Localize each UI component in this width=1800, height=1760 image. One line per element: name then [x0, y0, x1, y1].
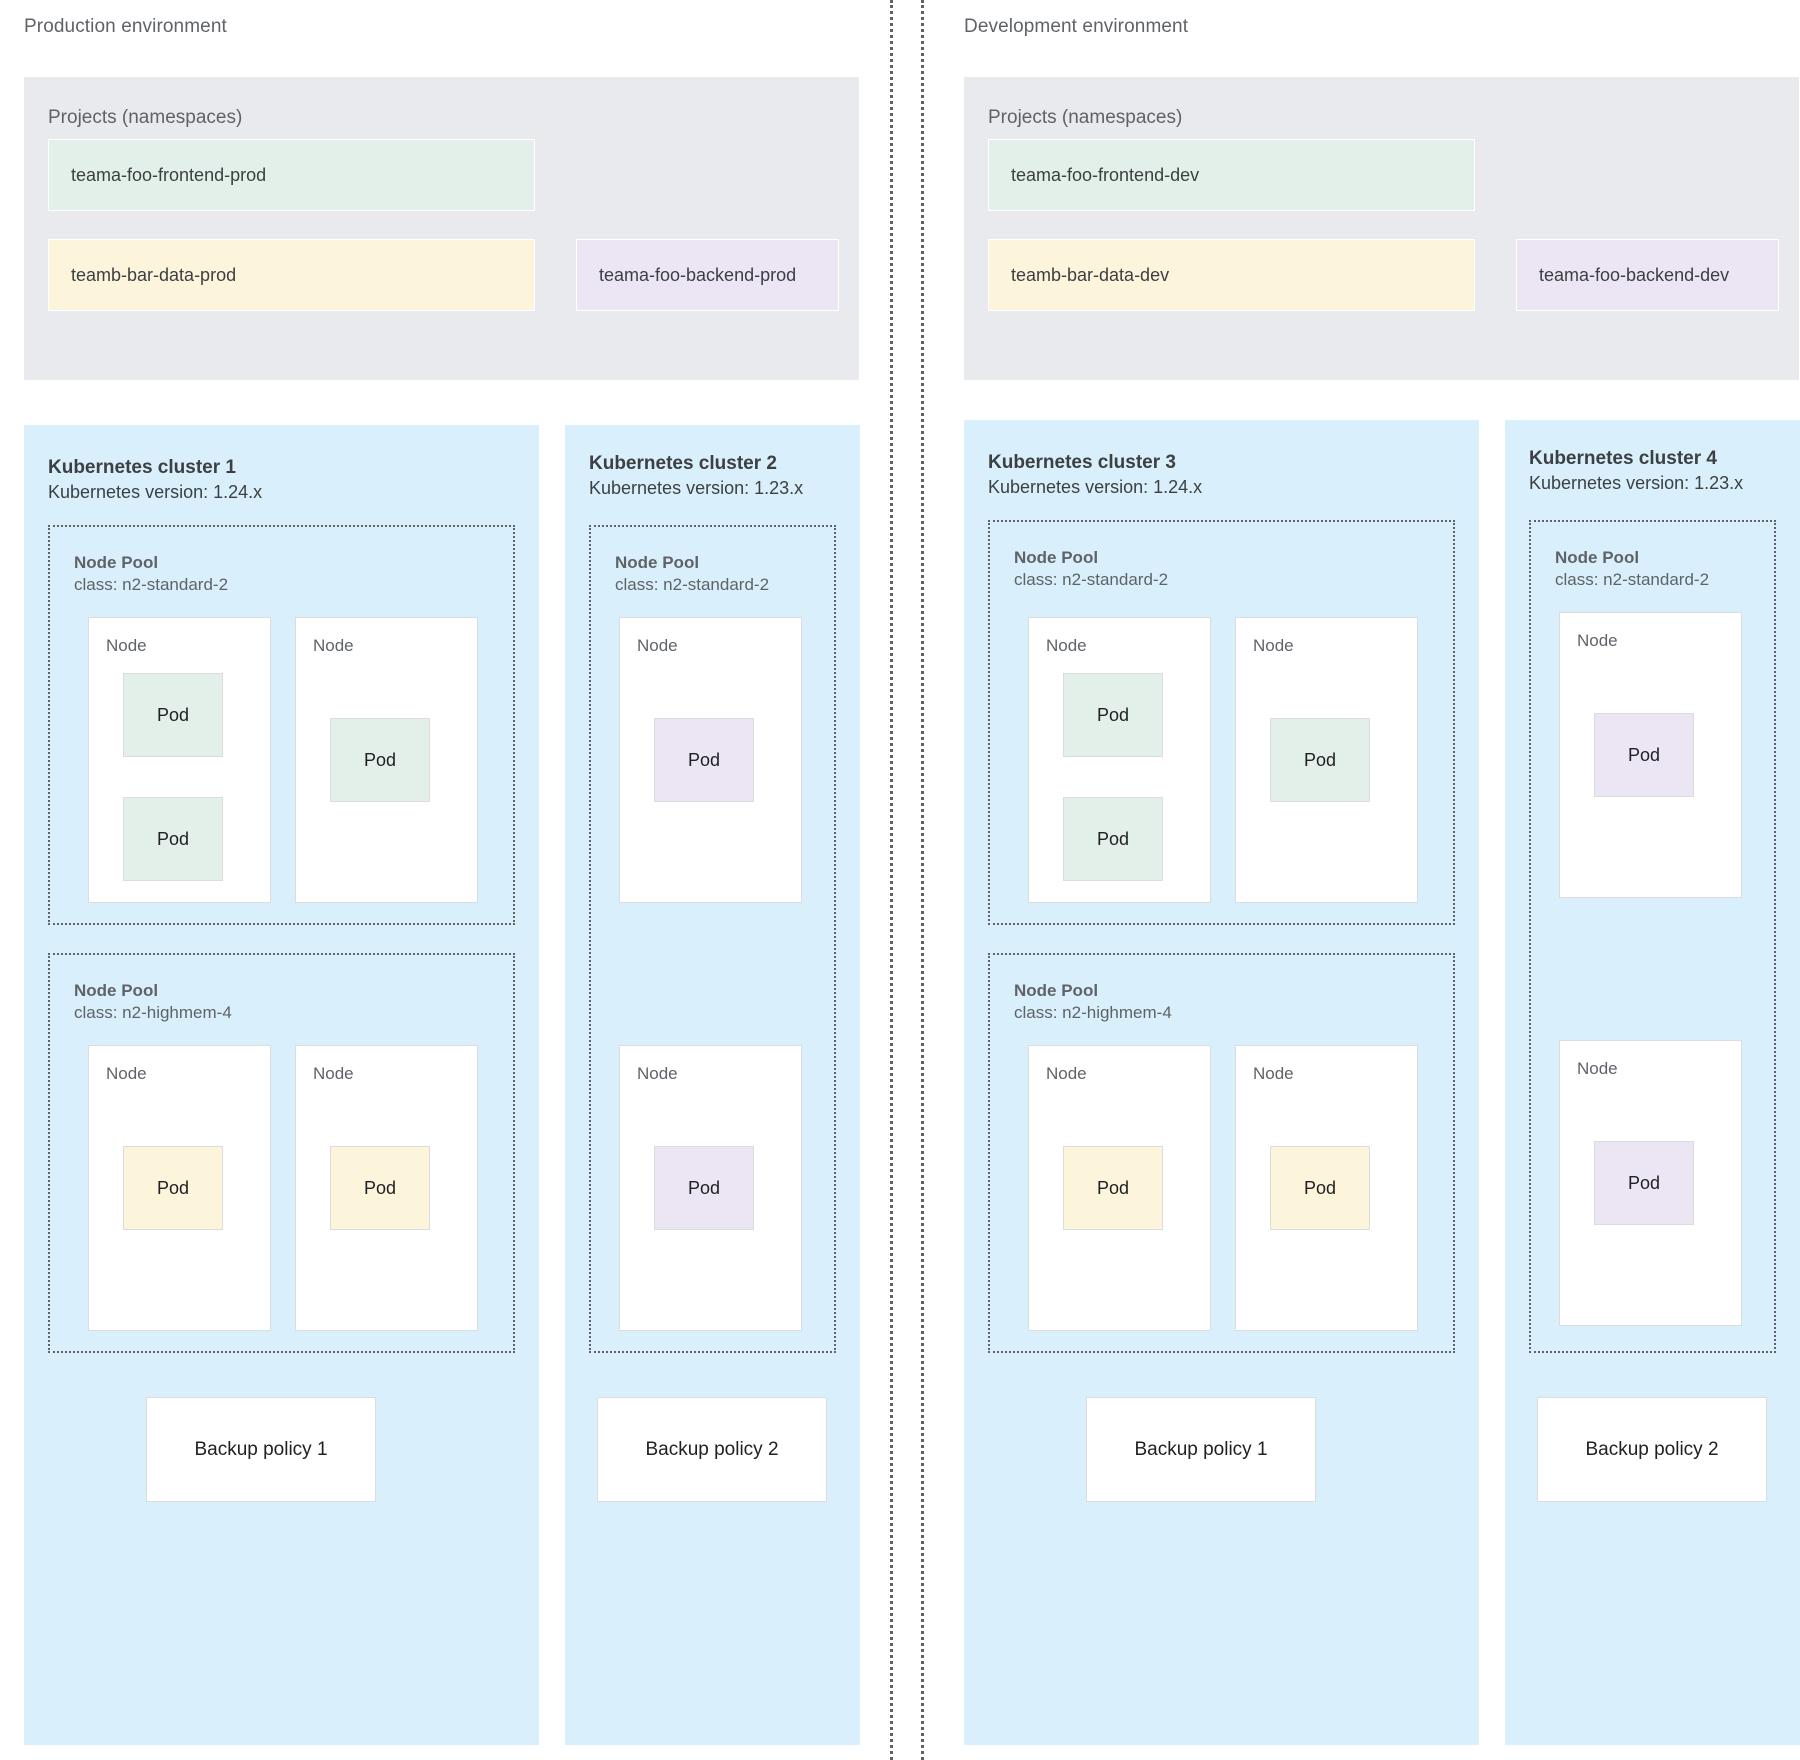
namespace-box[interactable]: teama-foo-frontend-dev [988, 139, 1475, 211]
node-box[interactable]: Node Pod [619, 617, 802, 903]
node-box[interactable]: Node Pod [1235, 1045, 1418, 1331]
node-pool-title: Node Pool [1014, 981, 1099, 1000]
cluster-title: Kubernetes cluster 4 [1529, 448, 1717, 469]
pod-box[interactable]: Pod [1063, 673, 1163, 757]
environment-development: Development environment Projects (namesp… [940, 0, 1800, 1760]
node-box[interactable]: Node Pod [295, 617, 478, 903]
cluster-version: Kubernetes version: 1.23.x [1529, 473, 1744, 493]
node-pool-title: Node Pool [74, 981, 159, 1000]
pod-box[interactable]: Pod [654, 718, 754, 802]
node-box[interactable]: Node Pod Pod [1028, 617, 1211, 903]
node-label: Node [1253, 1064, 1294, 1083]
projects-panel: Projects (namespaces) teama-foo-frontend… [24, 77, 859, 380]
node-label: Node [313, 1064, 354, 1083]
environment-divider-left [890, 0, 893, 1760]
node-pool-title: Node Pool [1014, 548, 1099, 567]
environment-title: Production environment [24, 16, 227, 37]
environment-divider-right [921, 0, 924, 1760]
node-label: Node [637, 636, 678, 655]
node-box[interactable]: Node Pod [1559, 1040, 1742, 1326]
node-label: Node [1577, 631, 1618, 650]
cluster-version: Kubernetes version: 1.23.x [589, 478, 804, 498]
backup-policy-box[interactable]: Backup policy 1 [1086, 1397, 1316, 1502]
pod-box[interactable]: Pod [1063, 797, 1163, 881]
pod-box[interactable]: Pod [654, 1146, 754, 1230]
pod-box[interactable]: Pod [123, 673, 223, 757]
node-label: Node [106, 636, 147, 655]
node-pool-class: class: n2-standard-2 [1014, 570, 1169, 589]
backup-policy-box[interactable]: Backup policy 2 [1537, 1397, 1767, 1502]
node-label: Node [637, 1064, 678, 1083]
node-pool[interactable]: Node Pool class: n2-standard-2 Node Pod … [589, 525, 836, 1353]
pod-box[interactable]: Pod [123, 797, 223, 881]
node-label: Node [1046, 636, 1087, 655]
node-pool-class: class: n2-standard-2 [74, 575, 229, 594]
cluster-title: Kubernetes cluster 3 [988, 452, 1176, 473]
pod-box[interactable]: Pod [1594, 713, 1694, 797]
namespace-box[interactable]: teama-foo-backend-dev [1516, 239, 1779, 311]
node-pool[interactable]: Node Pool class: n2-standard-2 Node Pod … [988, 520, 1455, 925]
cluster-card[interactable]: Kubernetes cluster 3 Kubernetes version:… [964, 420, 1479, 1745]
node-pool-title: Node Pool [615, 553, 700, 572]
node-pool-class: class: n2-highmem-4 [1014, 1003, 1172, 1022]
pod-box[interactable]: Pod [1594, 1141, 1694, 1225]
node-pool[interactable]: Node Pool class: n2-highmem-4 Node Pod N… [48, 953, 515, 1353]
pod-box[interactable]: Pod [330, 718, 430, 802]
node-box[interactable]: Node Pod [295, 1045, 478, 1331]
node-box[interactable]: Node Pod [1028, 1045, 1211, 1331]
node-box[interactable]: Node Pod [1559, 612, 1742, 898]
cluster-card[interactable]: Kubernetes cluster 1 Kubernetes version:… [24, 425, 539, 1745]
pod-box[interactable]: Pod [123, 1146, 223, 1230]
namespace-box[interactable]: teama-foo-frontend-prod [48, 139, 535, 211]
backup-policy-box[interactable]: Backup policy 2 [597, 1397, 827, 1502]
node-pool-class: class: n2-highmem-4 [74, 1003, 232, 1022]
namespace-box[interactable]: teamb-bar-data-dev [988, 239, 1475, 311]
node-label: Node [1577, 1059, 1618, 1078]
cluster-version: Kubernetes version: 1.24.x [988, 477, 1203, 497]
node-pool[interactable]: Node Pool class: n2-standard-2 Node Pod … [48, 525, 515, 925]
node-pool-class: class: n2-standard-2 [1555, 570, 1710, 589]
node-box[interactable]: Node Pod [1235, 617, 1418, 903]
cluster-title: Kubernetes cluster 2 [589, 453, 777, 474]
node-pool[interactable]: Node Pool class: n2-standard-2 Node Pod … [1529, 520, 1776, 1353]
node-label: Node [106, 1064, 147, 1083]
pod-box[interactable]: Pod [1063, 1146, 1163, 1230]
cluster-version: Kubernetes version: 1.24.x [48, 482, 263, 502]
pod-box[interactable]: Pod [1270, 1146, 1370, 1230]
environment-title: Development environment [964, 16, 1189, 37]
projects-panel-title: Projects (namespaces) [988, 107, 1183, 128]
cluster-card[interactable]: Kubernetes cluster 2 Kubernetes version:… [565, 425, 860, 1745]
node-pool-title: Node Pool [74, 553, 159, 572]
node-box[interactable]: Node Pod Pod [88, 617, 271, 903]
node-pool-class: class: n2-standard-2 [615, 575, 770, 594]
pod-box[interactable]: Pod [1270, 718, 1370, 802]
backup-policy-box[interactable]: Backup policy 1 [146, 1397, 376, 1502]
namespace-box[interactable]: teamb-bar-data-prod [48, 239, 535, 311]
node-pool-title: Node Pool [1555, 548, 1640, 567]
cluster-title: Kubernetes cluster 1 [48, 457, 236, 478]
node-pool[interactable]: Node Pool class: n2-highmem-4 Node Pod N… [988, 953, 1455, 1353]
environment-production: Production environment Projects (namespa… [0, 0, 880, 1760]
projects-panel-title: Projects (namespaces) [48, 107, 243, 128]
node-label: Node [1046, 1064, 1087, 1083]
node-label: Node [1253, 636, 1294, 655]
projects-panel: Projects (namespaces) teama-foo-frontend… [964, 77, 1799, 380]
node-box[interactable]: Node Pod [88, 1045, 271, 1331]
pod-box[interactable]: Pod [330, 1146, 430, 1230]
cluster-card[interactable]: Kubernetes cluster 4 Kubernetes version:… [1505, 420, 1800, 1745]
node-box[interactable]: Node Pod [619, 1045, 802, 1331]
namespace-box[interactable]: teama-foo-backend-prod [576, 239, 839, 311]
node-label: Node [313, 636, 354, 655]
